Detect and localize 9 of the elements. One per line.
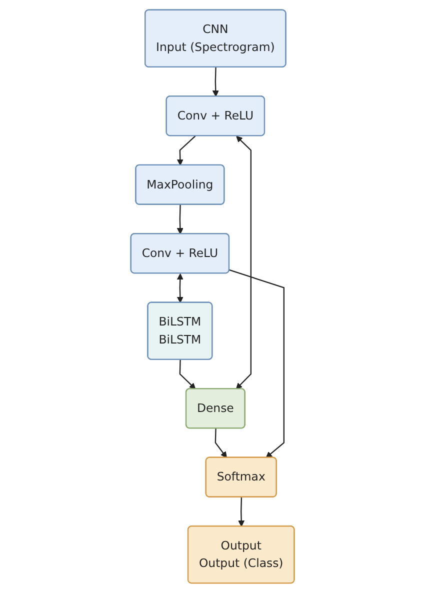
arrow [176, 273, 184, 303]
arrow [176, 204, 184, 234]
arrow [236, 136, 252, 390]
arrow [229, 269, 284, 458]
arrow [176, 136, 196, 166]
arrow [214, 428, 227, 458]
arrow [179, 360, 196, 390]
arrow [212, 67, 219, 97]
arrow [238, 497, 245, 527]
